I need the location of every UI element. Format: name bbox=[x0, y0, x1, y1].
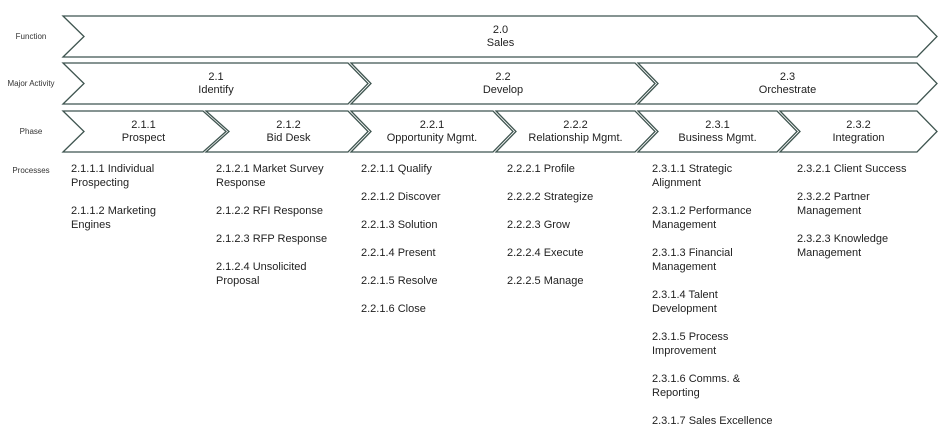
phase-chevron-2-3-2 bbox=[778, 110, 938, 153]
process-item: 2.3.2.3 Knowledge Management bbox=[797, 233, 889, 259]
phase-code: 2.2.1 bbox=[419, 119, 445, 131]
process-column-2-3-1: 2.3.1.1 Strategic Alignment 2.3.1.2 Perf… bbox=[652, 162, 777, 442]
phase-name: Bid Desk bbox=[266, 132, 311, 144]
process-item: 2.3.2.2 Partner Management bbox=[797, 191, 870, 217]
major-activity-chevron-2-1 bbox=[61, 62, 369, 105]
process-item: 2.2.1.1 Qualify bbox=[361, 163, 432, 175]
phase-code: 2.1.1 bbox=[131, 119, 156, 131]
process-item: 2.3.1.4 Talent Development bbox=[652, 289, 718, 315]
phase-chevron-2-3-1 bbox=[636, 110, 798, 153]
phase-label: 2.1.1 Prospect bbox=[84, 119, 203, 145]
function-chevron bbox=[61, 15, 938, 58]
process-item: 2.3.1.5 Process Improvement bbox=[652, 331, 729, 357]
phase-name: Business Mgmt. bbox=[678, 132, 757, 144]
process-item: 2.1.2.3 RFP Response bbox=[216, 233, 328, 245]
phase-chevron-2-1-1 bbox=[61, 110, 227, 153]
phase-label: 2.3.1 Business Mgmt. bbox=[658, 119, 777, 145]
major-activity-label: 2.2 Develop bbox=[371, 71, 635, 97]
major-activity-chevron-2-2 bbox=[349, 62, 656, 105]
process-item: 2.3.1.6 Comms. & Reporting bbox=[652, 373, 741, 399]
process-item: 2.2.1.3 Solution bbox=[361, 219, 438, 231]
process-item: 2.2.1.6 Close bbox=[361, 303, 426, 315]
phase-code: 2.3.1 bbox=[705, 119, 730, 131]
process-item: 2.1.2.2 RFI Response bbox=[216, 205, 324, 217]
row-label-phase: Phase bbox=[19, 127, 43, 136]
phase-name: Relationship Mgmt. bbox=[528, 132, 623, 144]
process-column-2-3-2: 2.3.2.1 Client Success 2.3.2.2 Partner M… bbox=[797, 162, 922, 274]
major-activity-chevron-2-3 bbox=[636, 62, 938, 105]
process-item: 2.3.2.1 Client Success bbox=[797, 163, 907, 175]
process-item: 2.2.2.1 Profile bbox=[507, 163, 575, 175]
phase-chevron-2-2-2 bbox=[494, 110, 656, 153]
major-activity-code: 2.2 bbox=[495, 71, 511, 83]
function-label: 2.0 Sales bbox=[84, 24, 917, 50]
phase-code: 2.3.2 bbox=[846, 119, 871, 131]
phase-label: 2.2.1 Opportunity Mgmt. bbox=[371, 119, 493, 145]
process-item: 2.2.2.5 Manage bbox=[507, 275, 584, 287]
process-item: 2.2.2.4 Execute bbox=[507, 247, 584, 259]
phase-name: Opportunity Mgmt. bbox=[386, 132, 478, 144]
process-item: 2.3.1.1 Strategic Alignment bbox=[652, 163, 733, 189]
major-activity-label: 2.3 Orchestrate bbox=[658, 71, 917, 97]
row-label-function: Function bbox=[15, 32, 47, 41]
process-item: 2.1.1.1 Individual Prospecting bbox=[71, 163, 155, 189]
major-activity-name: Orchestrate bbox=[758, 84, 817, 96]
major-activity-code: 2.1 bbox=[208, 71, 224, 83]
process-item: 2.2.2.2 Strategize bbox=[507, 191, 594, 203]
major-activity-name: Develop bbox=[482, 84, 524, 96]
major-activity-code: 2.3 bbox=[779, 71, 796, 83]
row-label-major-activity: Major Activity bbox=[7, 79, 55, 88]
major-activity-label: 2.1 Identify bbox=[84, 71, 348, 97]
phase-label: 2.1.2 Bid Desk bbox=[229, 119, 348, 145]
process-column-2-2-1: 2.2.1.1 Qualify 2.2.1.2 Discover 2.2.1.3… bbox=[361, 162, 491, 330]
phase-chevron-2-1-2 bbox=[204, 110, 369, 153]
process-item: 2.3.1.3 Financial Management bbox=[652, 247, 733, 273]
phase-name: Prospect bbox=[121, 132, 166, 144]
process-item: 2.2.1.5 Resolve bbox=[361, 275, 438, 287]
process-item: 2.2.1.2 Discover bbox=[361, 191, 441, 203]
process-column-2-1-1: 2.1.1.1 Individual Prospecting 2.1.1.2 M… bbox=[71, 162, 191, 246]
process-column-2-2-2: 2.2.2.1 Profile 2.2.2.2 Strategize 2.2.2… bbox=[507, 162, 637, 302]
phase-name: Integration bbox=[832, 132, 885, 144]
major-activity-name: Identify bbox=[198, 84, 234, 96]
process-item: 2.1.2.4 Unsolicited Proposal bbox=[216, 261, 307, 287]
phase-label: 2.2.2 Relationship Mgmt. bbox=[516, 119, 635, 145]
phase-label: 2.3.2 Integration bbox=[800, 119, 917, 145]
function-code: 2.0 bbox=[492, 24, 509, 36]
phase-chevron-2-2-1 bbox=[349, 110, 514, 153]
process-item: 2.3.1.2 Performance Management bbox=[652, 205, 752, 231]
phase-code: 2.1.2 bbox=[276, 119, 301, 131]
process-item: 2.1.1.2 Marketing Engines bbox=[71, 205, 156, 231]
process-column-2-1-2: 2.1.2.1 Market Survey Response 2.1.2.2 R… bbox=[216, 162, 341, 302]
process-item: 2.1.2.1 Market Survey Response bbox=[216, 163, 324, 189]
process-item: 2.2.2.3 Grow bbox=[507, 219, 570, 231]
phase-code: 2.2.2 bbox=[563, 119, 588, 131]
process-item: 2.2.1.4 Present bbox=[361, 247, 436, 259]
row-label-processes: Processes bbox=[12, 166, 50, 175]
process-item: 2.3.1.7 Sales Excellence bbox=[652, 415, 773, 427]
function-name: Sales bbox=[486, 37, 515, 49]
